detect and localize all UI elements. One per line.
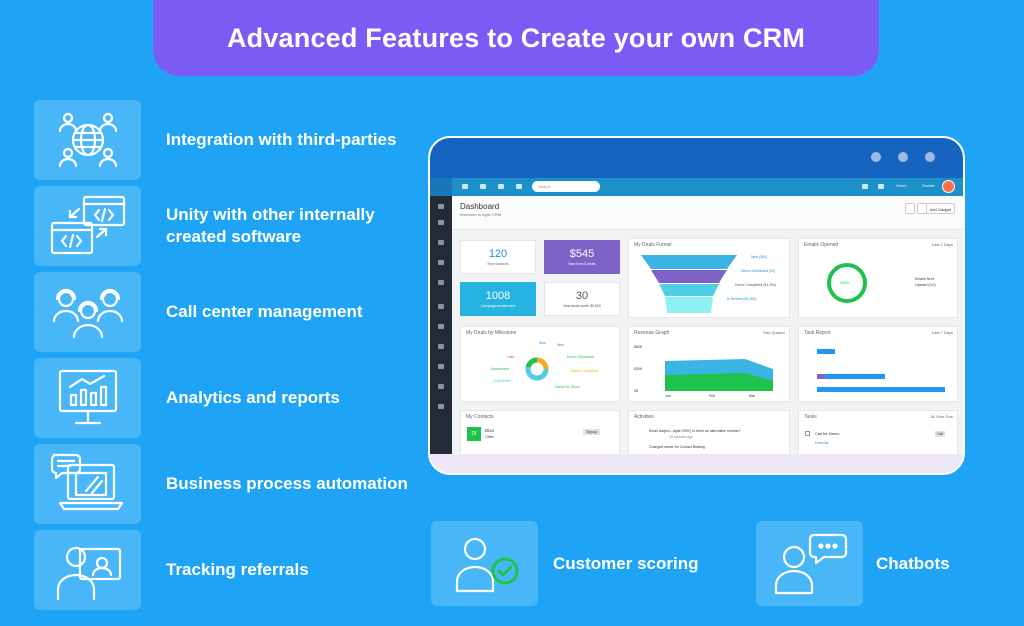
task-report-card: Task Report Last 7 Days	[798, 326, 958, 402]
analytics-monitor-icon	[34, 358, 141, 438]
grid-icon[interactable]	[905, 203, 915, 214]
contact-tag: Signup	[583, 429, 600, 435]
app-sidebar	[430, 196, 452, 454]
task-row[interactable]: Call for Demo	[815, 431, 840, 436]
emails-opened-card: Emails Opened Last 2 Days 100% Emails Se…	[798, 238, 958, 318]
avatar[interactable]	[942, 180, 955, 193]
nav-user-menu[interactable]: Notes	[896, 183, 907, 188]
contact-name[interactable]: Dixo	[485, 428, 495, 433]
integration-globe-icon	[34, 100, 141, 180]
crm-app: Search Notes Dentist Dashboard Welcome t…	[430, 178, 963, 454]
emails-opened-gauge	[827, 263, 867, 303]
feature-label: Analytics and reports	[166, 388, 340, 407]
headset-agents-icon	[34, 272, 141, 352]
contact-avatar: DI	[467, 427, 481, 441]
activities-card: Activities Email subject - Agile CRM | I…	[628, 410, 790, 454]
deals-milestone-card: My Deals by Milestone Won New Demo Sched…	[460, 326, 620, 402]
revenue-area-chart	[665, 359, 773, 391]
feature-label: Integration with third-parties	[166, 130, 397, 149]
activity-row[interactable]: Email subject - Agile CRM | Is there an …	[649, 429, 741, 433]
nav-account-menu[interactable]: Dentist	[922, 183, 935, 188]
user-chat-icon	[756, 521, 863, 606]
window-titlebar	[430, 138, 963, 178]
dashboard-subtitle: Welcome to Agile CRM	[460, 212, 502, 217]
task-checkbox[interactable]	[805, 431, 810, 436]
add-gadget-button[interactable]: Add Gadget	[925, 203, 955, 214]
dashboard-preview: Search Notes Dentist Dashboard Welcome t…	[428, 136, 965, 475]
code-windows-icon	[34, 186, 141, 266]
dashboard-title: Dashboard	[460, 202, 500, 211]
user-check-icon	[431, 521, 538, 606]
title-banner: Advanced Features to Create your own CRM	[153, 0, 879, 76]
feature-automation: Business process automation	[34, 444, 414, 524]
revenue-graph-card: Revenue Graph This Quarter $80K $30K 0$ …	[628, 326, 790, 402]
search-input[interactable]: Search	[532, 181, 600, 192]
milestone-donut	[525, 357, 549, 381]
feature-customer-scoring: Customer scoring	[431, 521, 731, 606]
feature-unity: Unity with other internally created soft…	[34, 186, 414, 266]
app-topnav: Search Notes Dentist	[430, 178, 963, 196]
feature-label: Business process automation	[166, 474, 408, 493]
user-referral-icon	[34, 530, 141, 610]
laptop-chat-icon	[34, 444, 141, 524]
feature-referrals: Tracking referrals	[34, 530, 414, 610]
my-contacts-card: My Contacts DI Dixo Other, Signup	[460, 410, 620, 454]
feature-chatbots: Chatbots	[756, 521, 986, 606]
window-dots	[871, 152, 935, 162]
feature-label: Customer scoring	[553, 553, 699, 573]
page-title: Advanced Features to Create your own CRM	[226, 22, 806, 53]
feature-integration: Integration with third-parties	[34, 100, 414, 180]
deals-funnel-card: My Deals Funnel New (300) Demo Scheduled…	[628, 238, 790, 318]
feature-label: Call center management	[166, 302, 363, 321]
feature-analytics: Analytics and reports	[34, 358, 414, 438]
feature-label: Chatbots	[876, 553, 950, 573]
cloud-logo-icon	[430, 178, 452, 196]
feature-call-center: Call center management	[34, 272, 414, 352]
tasks-card: Tasks All Over Due Call for Demo Call Fr…	[798, 410, 958, 454]
dashboard-header: Dashboard Welcome to Agile CRM Add Gadge…	[452, 196, 963, 230]
feature-label: Tracking referrals	[166, 560, 309, 579]
feature-label: Unity with other internally created soft…	[166, 205, 375, 246]
